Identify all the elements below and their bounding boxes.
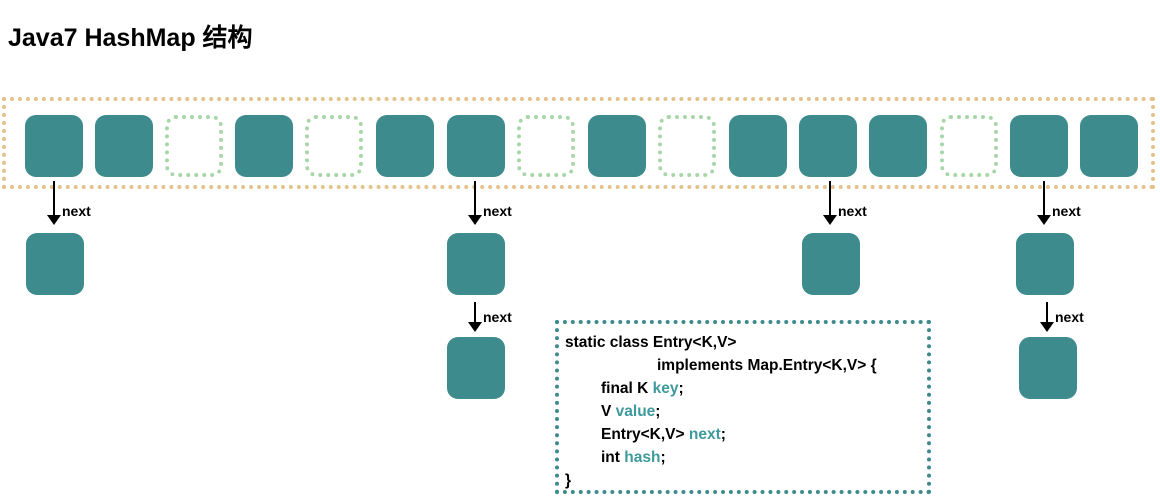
code-type: V <box>601 403 616 420</box>
next-arrow <box>1036 181 1052 226</box>
array-bucket-3 <box>235 115 293 177</box>
array-bucket-0 <box>25 115 83 177</box>
array-bucket-11 <box>799 115 857 177</box>
array-bucket-1 <box>95 115 153 177</box>
field-hash: hash <box>624 449 661 466</box>
code-line-key: final K key; <box>601 380 684 398</box>
next-label: next <box>62 203 91 219</box>
array-bucket-10 <box>729 115 787 177</box>
chain-node <box>26 233 84 295</box>
entry-class-code-box: static class Entry<K,V> implements Map.E… <box>555 320 931 494</box>
code-line-class: static class Entry<K,V> <box>565 334 737 351</box>
next-label: next <box>838 203 867 219</box>
diagram-title: Java7 HashMap 结构 <box>8 24 253 52</box>
array-bucket-8 <box>588 115 646 177</box>
array-bucket-12 <box>869 115 927 177</box>
code-line-value: V value; <box>601 403 660 421</box>
code-semicolon: ; <box>678 380 684 397</box>
array-bucket-15 <box>1080 115 1138 177</box>
chain-node <box>447 233 505 295</box>
array-bucket-13 <box>940 115 998 177</box>
bucket-array-frame <box>2 97 1155 189</box>
field-value: value <box>615 403 656 420</box>
array-bucket-7 <box>517 115 575 177</box>
chain-node <box>1016 233 1074 295</box>
next-label: next <box>483 203 512 219</box>
chain-node <box>1019 337 1077 399</box>
code-line-hash: int hash; <box>601 449 666 467</box>
next-label: next <box>483 309 512 325</box>
next-arrow <box>1039 302 1055 332</box>
code-semicolon: ; <box>655 403 661 420</box>
code-line-next: Entry<K,V> next; <box>601 426 726 444</box>
next-label: next <box>1052 203 1081 219</box>
array-bucket-2 <box>165 115 223 177</box>
chain-node <box>447 337 505 399</box>
code-line-implements: implements Map.Entry<K,V> { <box>657 357 877 374</box>
array-bucket-9 <box>658 115 716 177</box>
next-arrow <box>467 302 483 332</box>
chain-node <box>802 233 860 295</box>
code-type: int <box>601 449 625 466</box>
array-bucket-5 <box>376 115 434 177</box>
code-semicolon: ; <box>720 426 726 443</box>
array-bucket-6 <box>447 115 505 177</box>
array-bucket-4 <box>305 115 363 177</box>
next-arrow <box>467 181 483 226</box>
field-next: next <box>688 426 721 443</box>
code-type: final K <box>601 380 653 397</box>
field-key: key <box>652 380 679 397</box>
code-semicolon: ; <box>660 449 666 466</box>
next-arrow <box>822 181 838 226</box>
next-label: next <box>1055 309 1084 325</box>
next-arrow <box>46 181 62 226</box>
code-line-close-brace: } <box>565 472 572 489</box>
code-type: Entry<K,V> <box>601 426 689 443</box>
array-bucket-14 <box>1010 115 1068 177</box>
